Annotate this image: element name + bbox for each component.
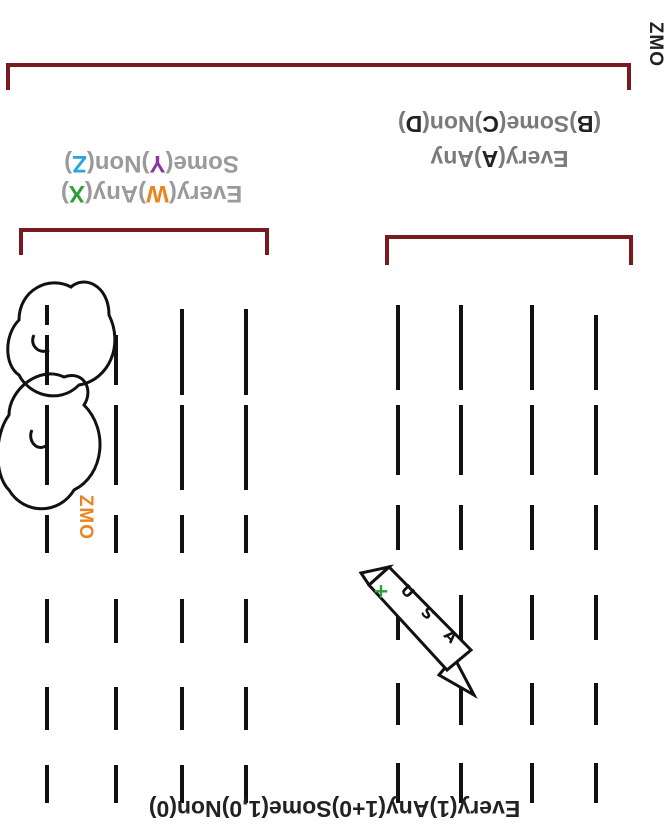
label-part: Some( [165, 150, 238, 177]
cloud-detail [31, 430, 47, 447]
cloud-outline-small [8, 282, 115, 396]
label-part: )Non( [169, 796, 229, 822]
label-part: 0 [157, 796, 170, 822]
label-part: )Any( [85, 180, 146, 207]
label-part: B [577, 111, 594, 137]
label-part: Every( [450, 796, 520, 822]
left-formula-line-2: (B)Some(C)Non(D) [330, 112, 669, 135]
label-part: )Some( [499, 111, 577, 137]
label-part: )Any [430, 146, 481, 172]
right-group-bracket [387, 237, 631, 265]
label-part: )Any( [378, 796, 437, 822]
label-part: ( [593, 111, 601, 137]
label-part: X [69, 180, 85, 207]
cloud-outline-large [0, 374, 100, 509]
cloud-drawing [0, 282, 115, 509]
label-part: )Non( [422, 111, 482, 137]
label-part: Every( [169, 180, 242, 207]
label-part: 1,0 [229, 796, 261, 822]
label-part: W [146, 180, 169, 207]
right-formula-line-2: Some(Y)Non(Z) [14, 151, 289, 175]
right-formula-line-1: Every(W)Any(X) [14, 181, 289, 205]
label-part: )Non( [87, 150, 150, 177]
label-part: Every( [498, 146, 568, 172]
label-part: 1 [437, 796, 450, 822]
zmo-label-right: ZMO [74, 495, 96, 540]
label-part: 1+0 [339, 796, 378, 822]
top-formula-label: Every(1)Any(1+0)Some(1,0)Non(0) [0, 797, 669, 820]
left-formula-line-1: Every(A)Any [330, 147, 669, 170]
label-part: A [482, 146, 499, 172]
top-bracket-outline [8, 65, 629, 90]
left-group-bracket [21, 230, 267, 255]
label-part: ) [398, 111, 406, 137]
label-part: C [482, 111, 499, 137]
label-part: )Some( [261, 796, 339, 822]
rocket-drawing: USA+ [361, 567, 474, 695]
road-lanes [47, 305, 596, 803]
label-part: Z [72, 150, 87, 177]
zmo-label-left: ZMO [644, 22, 666, 67]
label-part: ) [149, 796, 157, 822]
label-part: ) [64, 150, 72, 177]
label-part: ) [61, 180, 69, 207]
label-part: Y [149, 150, 165, 177]
label-part: D [406, 111, 423, 137]
rocket-plus-icon: + [373, 580, 390, 604]
